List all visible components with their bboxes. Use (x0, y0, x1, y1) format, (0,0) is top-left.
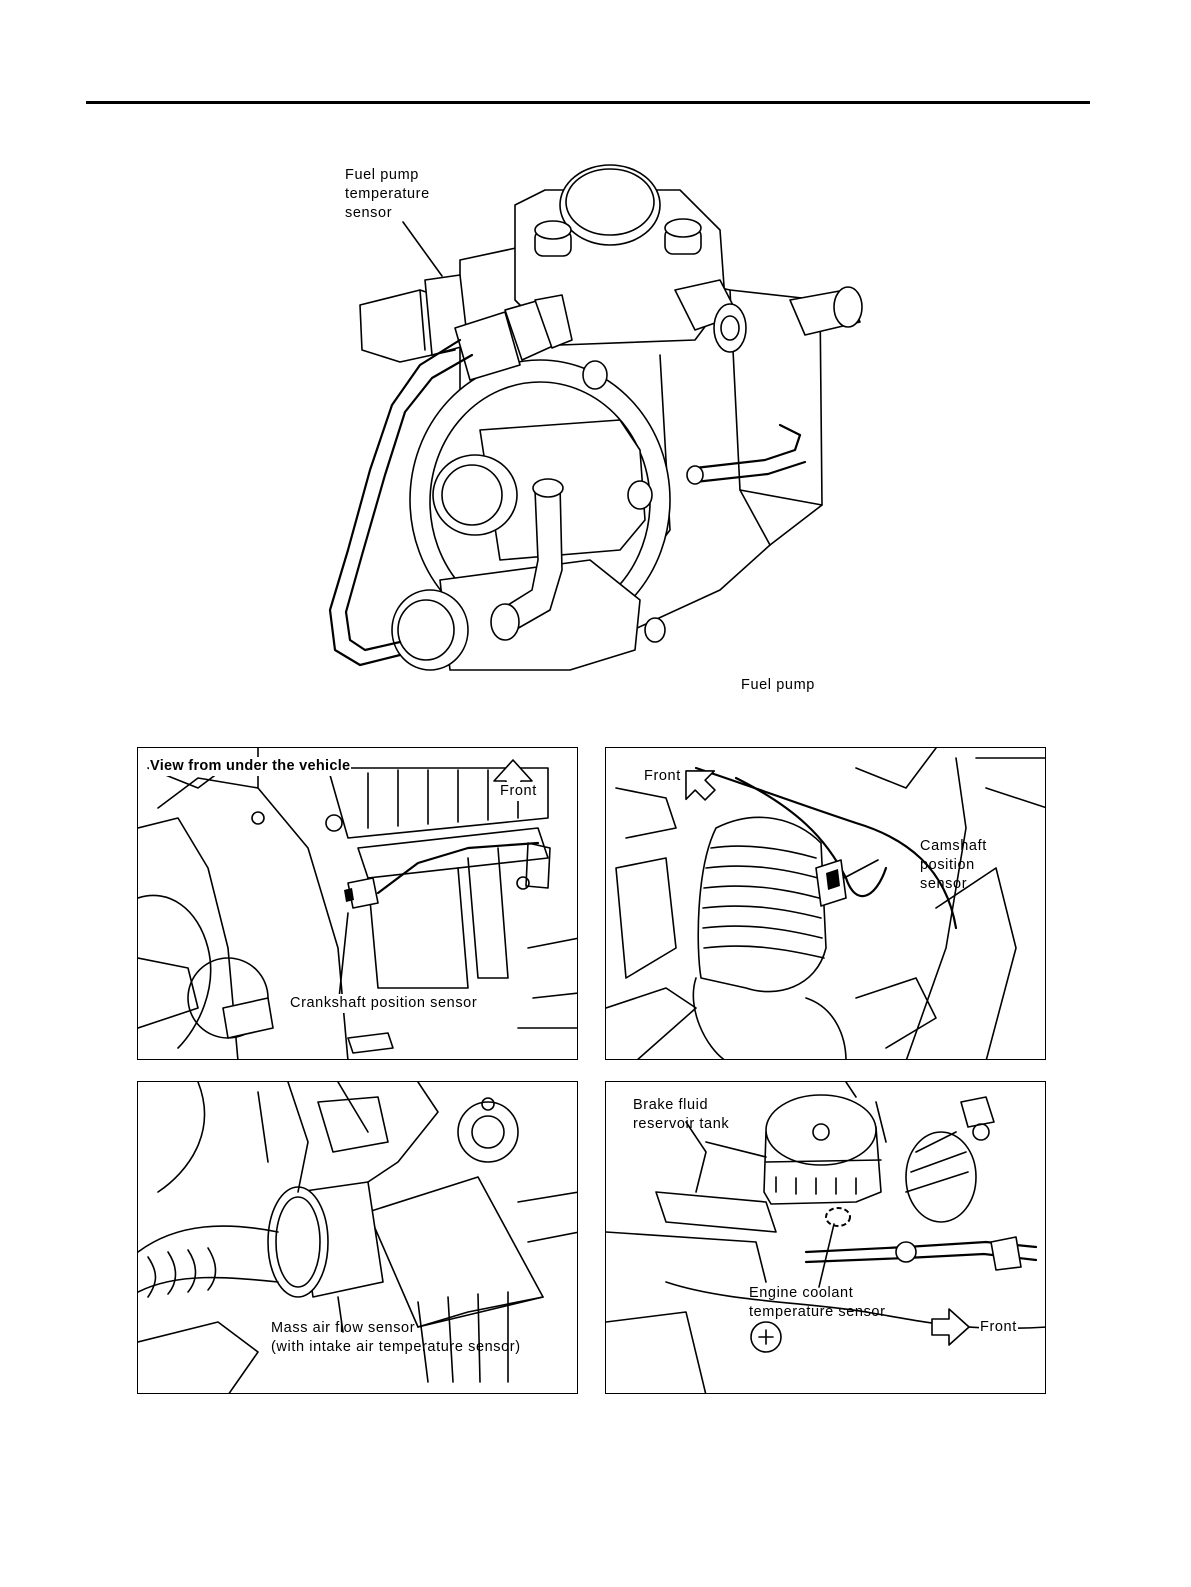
engine-coolant-temperature-sensor-label: Engine coolant temperature sensor (749, 1284, 886, 1322)
fuel-pump-caption: Fuel pump (741, 676, 815, 695)
fuel-pump-illustration (300, 150, 880, 710)
camshaft-sensor-drawing (606, 748, 1046, 1060)
camshaft-sensor-panel: Front Camshaft position sensor (605, 747, 1046, 1060)
engine-coolant-sensor-panel: Brake fluid reservoir tank Engine coolan… (605, 1081, 1046, 1394)
mass-air-flow-sensor-panel: Mass air flow sensor (with intake air te… (137, 1081, 578, 1394)
fuel-pump-temperature-sensor-label: Fuel pump temperature sensor (345, 166, 430, 223)
front-label: Front (499, 782, 538, 801)
view-from-under-header: View from under the vehicle (149, 757, 351, 776)
front-label: Front (979, 1318, 1018, 1337)
camshaft-position-sensor-label: Camshaft position sensor (920, 837, 987, 894)
front-label: Front (643, 767, 682, 786)
crankshaft-sensor-panel: View from under the vehicle Front Cranks… (137, 747, 578, 1060)
mass-air-flow-sensor-label: Mass air flow sensor (with intake air te… (271, 1319, 521, 1357)
crankshaft-position-sensor-label: Crankshaft position sensor (289, 994, 478, 1013)
header-rule (86, 101, 1090, 104)
brake-fluid-reservoir-tank-label: Brake fluid reservoir tank (633, 1096, 729, 1134)
